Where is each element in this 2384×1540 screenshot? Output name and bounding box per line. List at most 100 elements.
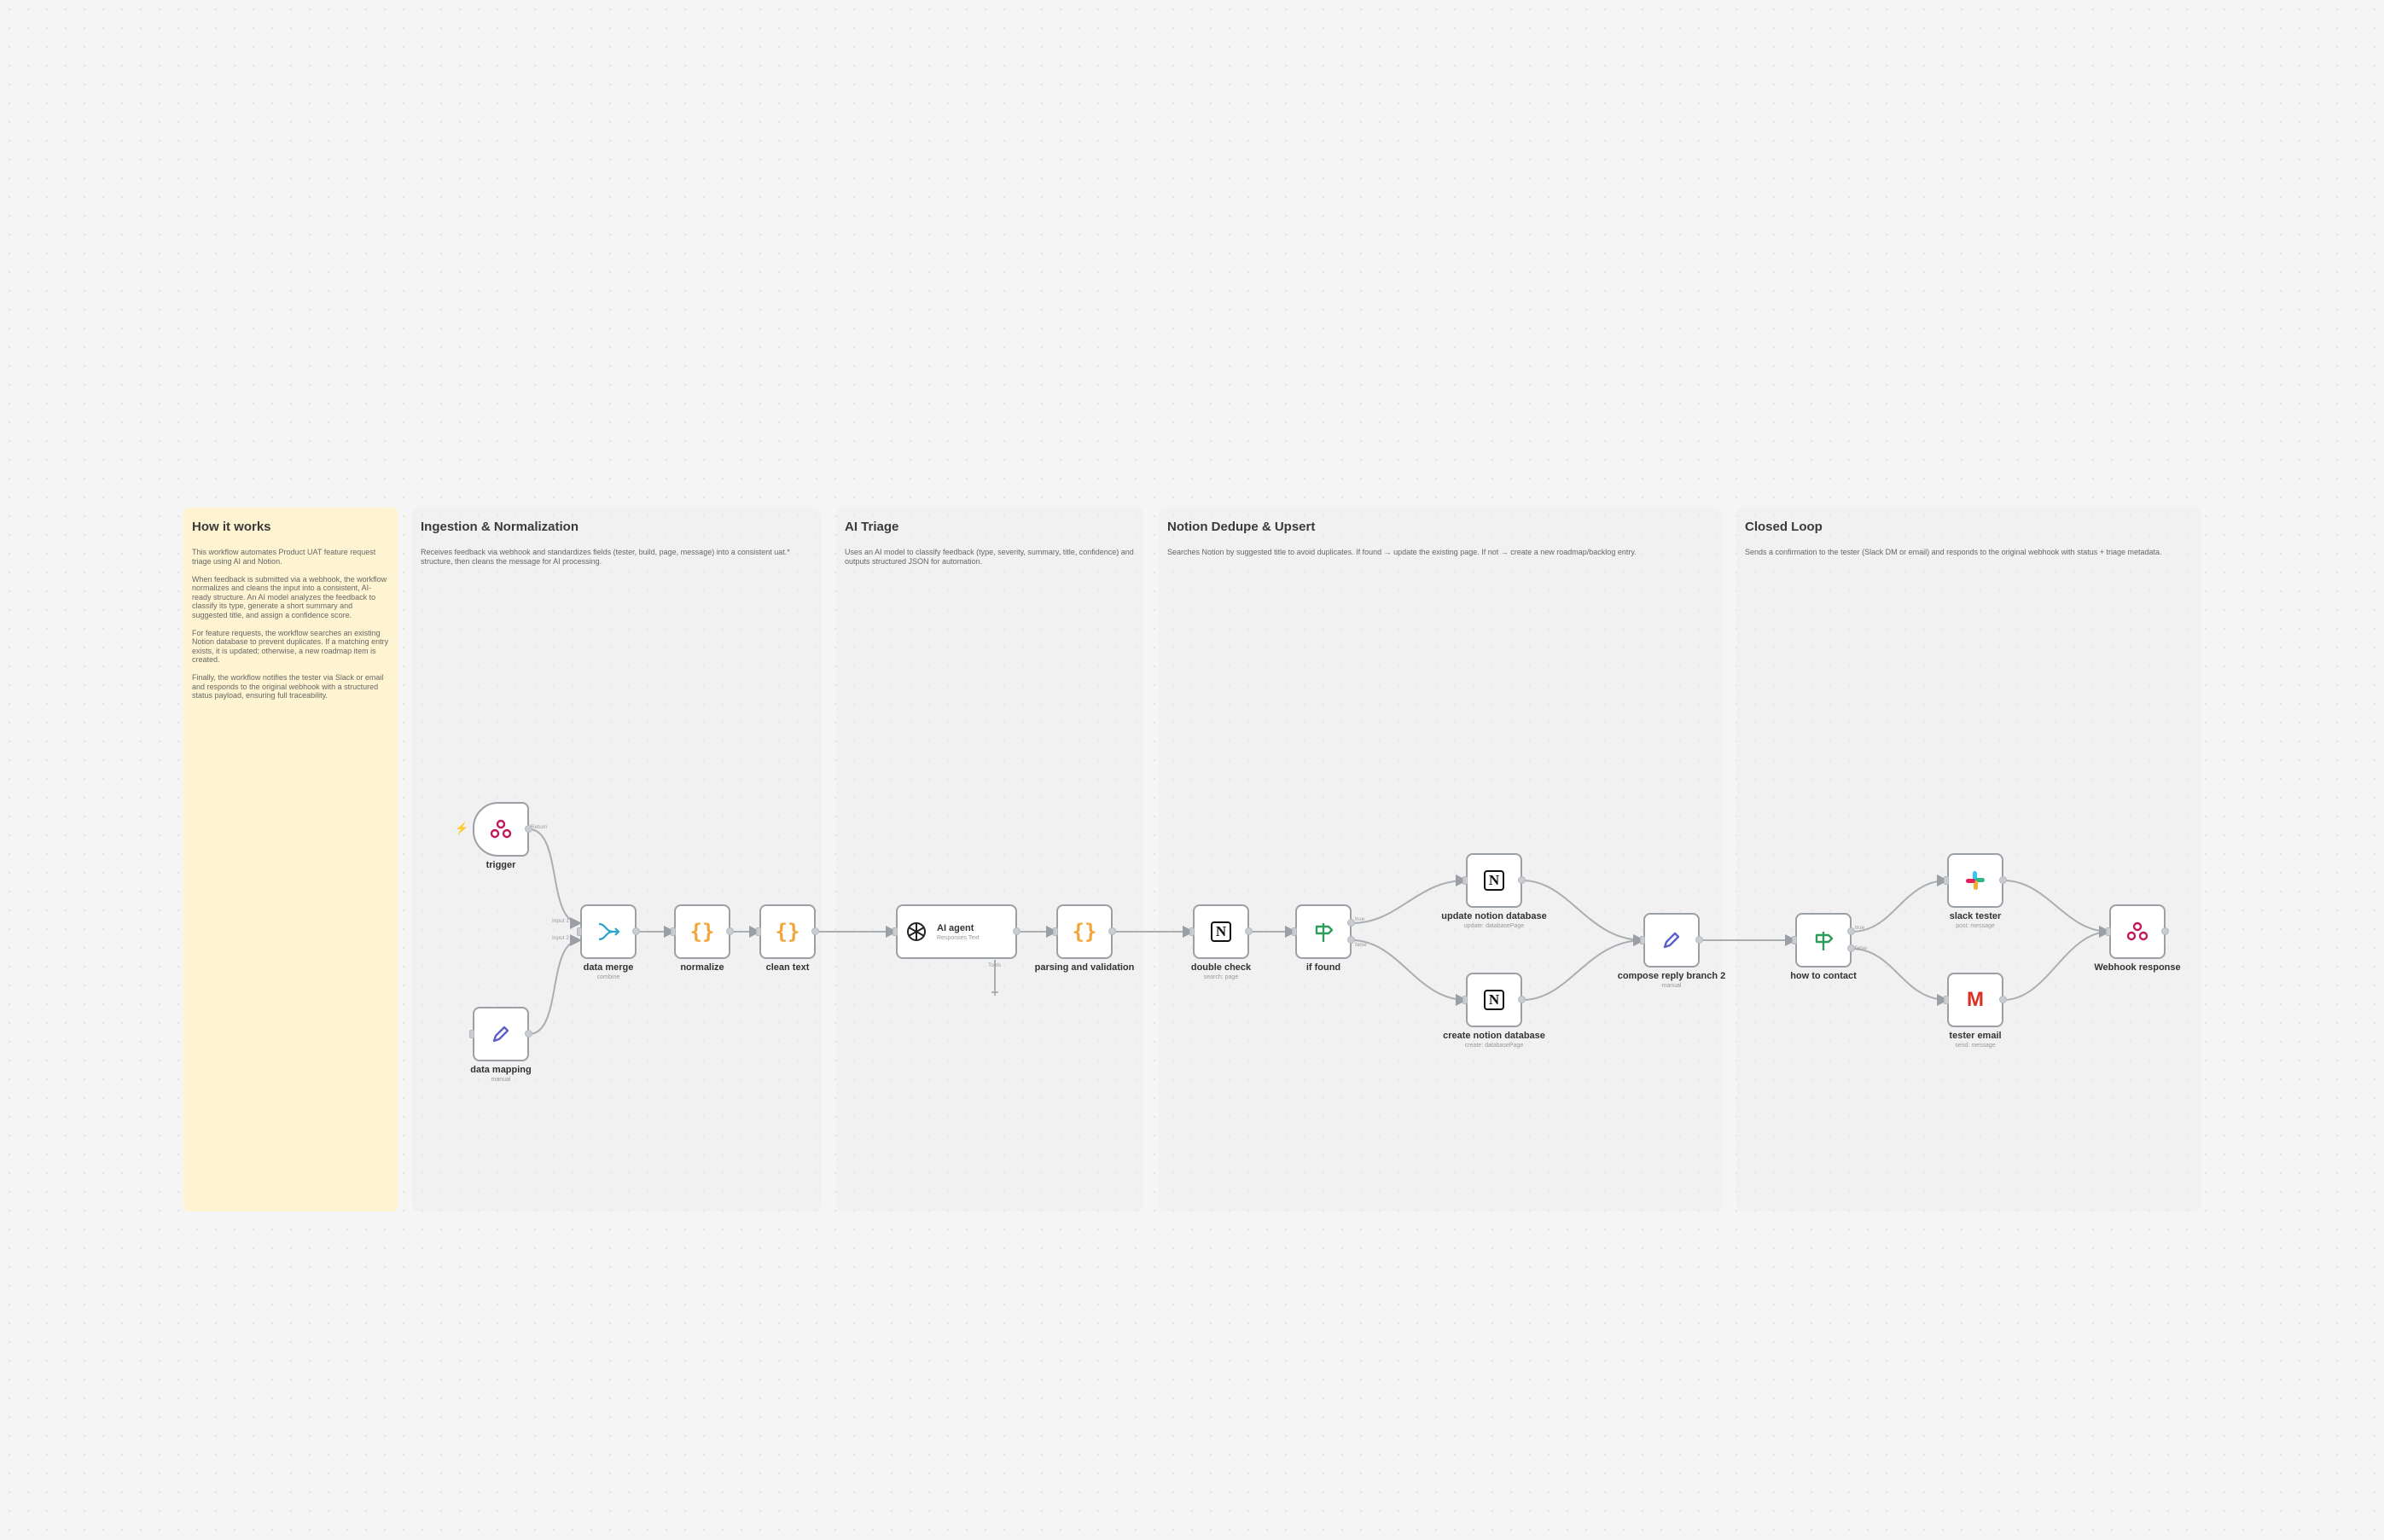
- output-port[interactable]: [811, 927, 819, 935]
- input-port[interactable]: [1462, 876, 1468, 885]
- notion-icon: N: [1211, 921, 1231, 942]
- edge-email-response[interactable]: [2003, 926, 2111, 1001]
- node-label: slack tester: [1949, 911, 2002, 921]
- sticky-text: Sends a confirmation to the tester (Slac…: [1745, 548, 2162, 556]
- code-braces-icon: {}: [775, 920, 800, 944]
- output-port[interactable]: [632, 927, 640, 935]
- output-port[interactable]: [1847, 944, 1855, 952]
- sticky-ingestion[interactable]: Ingestion & Normalization Receives feedb…: [412, 508, 822, 1212]
- edge-slack-response[interactable]: [2003, 880, 2111, 938]
- sticky-text: Uses an AI model to classify feedback (t…: [845, 548, 1134, 566]
- input-port[interactable]: [469, 1030, 474, 1038]
- sticky-title: AI Triage: [845, 520, 899, 534]
- node-update-notion-database[interactable]: N: [1462, 853, 1526, 908]
- edge-if-update[interactable]: [1351, 875, 1468, 924]
- port-label-if-true: true: [1355, 916, 1365, 922]
- input-port[interactable]: [2106, 927, 2111, 936]
- node-subtitle: create: databasePage: [1464, 1043, 1524, 1049]
- sticky-how-it-works[interactable]: How it works This workflow automates Pro…: [183, 508, 398, 1212]
- node-clean-text[interactable]: {}: [756, 904, 819, 959]
- input-port[interactable]: [1944, 876, 1949, 885]
- node-data-merge[interactable]: [577, 904, 640, 959]
- output-port[interactable]: [1999, 996, 2007, 1003]
- output-port[interactable]: [1999, 876, 2007, 884]
- output-port[interactable]: [1347, 936, 1355, 944]
- node-if-found[interactable]: [1292, 904, 1355, 959]
- input-port[interactable]: [1640, 936, 1645, 944]
- edge-if-create[interactable]: [1351, 939, 1468, 1006]
- sticky-ai-triage[interactable]: AI Triage Uses an AI model to classify f…: [836, 508, 1143, 1212]
- sticky-text: Searches Notion by suggested title to av…: [1167, 548, 1637, 556]
- edge-contact-slack[interactable]: [1851, 875, 1949, 933]
- node-label: trigger: [486, 860, 516, 870]
- node-data-mapping[interactable]: [469, 1007, 532, 1061]
- node-ai-agent[interactable]: AI agent Responses Text: [893, 904, 1020, 959]
- input-port[interactable]: [756, 927, 761, 936]
- node-subtitle: manual: [1661, 983, 1682, 989]
- node-slack-tester[interactable]: [1944, 853, 2007, 908]
- node-double-check[interactable]: N: [1189, 904, 1253, 959]
- edge-contact-email[interactable]: [1851, 948, 1949, 1006]
- input-port[interactable]: [893, 927, 898, 936]
- node-label: data mapping: [470, 1065, 532, 1075]
- node-subtitle: manual: [491, 1077, 511, 1083]
- node-label: clean text: [765, 962, 810, 973]
- node-subtitle: update: databasePage: [1463, 923, 1525, 929]
- edge-update-compose[interactable]: [1521, 880, 1645, 946]
- webhook-icon: [2126, 921, 2149, 941]
- output-port[interactable]: [1518, 996, 1526, 1003]
- output-port[interactable]: [726, 927, 734, 935]
- node-trigger[interactable]: [473, 802, 532, 857]
- output-port[interactable]: [1847, 927, 1855, 935]
- node-label: if found: [1305, 962, 1341, 973]
- pencil-icon: [492, 1026, 509, 1043]
- pencil-icon: [1663, 932, 1680, 949]
- signpost-icon: [1315, 923, 1334, 942]
- input-port[interactable]: [671, 927, 676, 936]
- gmail-icon: M: [1967, 988, 1984, 1011]
- node-webhook-response[interactable]: [2106, 904, 2169, 959]
- output-port[interactable]: [1108, 927, 1116, 935]
- input-port[interactable]: [1189, 927, 1195, 936]
- input-port[interactable]: [1944, 996, 1949, 1004]
- node-normalize[interactable]: {}: [671, 904, 734, 959]
- code-braces-icon: {}: [1072, 920, 1097, 944]
- edge-create-compose[interactable]: [1521, 934, 1645, 1001]
- notion-icon: N: [1484, 870, 1504, 891]
- node-create-notion-database[interactable]: N: [1462, 973, 1526, 1027]
- sticky-title: Closed Loop: [1745, 520, 1823, 534]
- port-label-contact-false: false: [1855, 945, 1867, 951]
- slack-icon: [1966, 871, 1985, 890]
- node-label: parsing and validation: [1034, 962, 1135, 973]
- output-port[interactable]: [1245, 927, 1253, 935]
- input-port[interactable]: [1462, 996, 1468, 1004]
- output-port[interactable]: [1695, 936, 1703, 944]
- node-tester-email[interactable]: M: [1944, 973, 2007, 1027]
- output-port[interactable]: [1347, 919, 1355, 927]
- node-parsing-validation[interactable]: {}: [1053, 904, 1116, 959]
- input-port[interactable]: [1292, 927, 1297, 936]
- edge-trigger-merge[interactable]: [528, 828, 582, 929]
- code-braces-icon: {}: [689, 920, 715, 944]
- node-how-to-contact[interactable]: [1792, 913, 1855, 968]
- sticky-text: Receives feedback via webhook and standa…: [421, 548, 790, 566]
- input-port[interactable]: [1792, 936, 1797, 944]
- node-label: compose reply branch 2: [1617, 971, 1726, 981]
- input-port[interactable]: [577, 927, 582, 936]
- sticky-title: How it works: [192, 520, 271, 534]
- output-port[interactable]: [1518, 876, 1526, 884]
- output-port[interactable]: [1013, 927, 1020, 935]
- node-subtitle: combine: [596, 974, 620, 980]
- ai-tools-plus[interactable]: [991, 989, 998, 996]
- sticky-title: Notion Dedupe & Upsert: [1167, 520, 1316, 534]
- output-port[interactable]: [525, 1030, 532, 1037]
- input-port[interactable]: [1053, 927, 1058, 936]
- sticky-title: Ingestion & Normalization: [421, 520, 579, 534]
- edge-mapping-merge[interactable]: [528, 934, 582, 1035]
- merge-icon: [598, 922, 620, 941]
- node-compose-reply[interactable]: [1640, 913, 1703, 968]
- output-port[interactable]: [2161, 927, 2169, 935]
- sticky-notion-dedupe[interactable]: Notion Dedupe & Upsert Searches Notion b…: [1159, 508, 1722, 1212]
- output-port[interactable]: [525, 825, 532, 833]
